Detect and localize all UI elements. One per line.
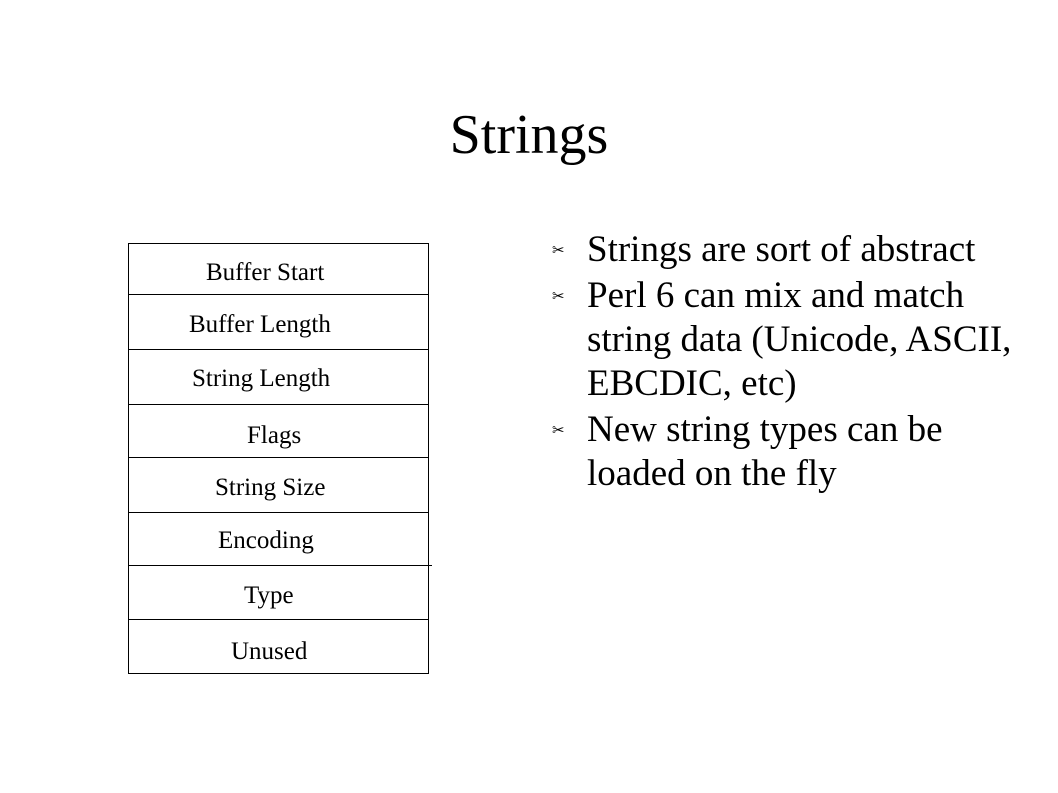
string-struct-diagram: Buffer Start Buffer Length String Length… bbox=[128, 243, 429, 674]
bullet-text: Perl 6 can mix and match string data (Un… bbox=[587, 275, 1012, 404]
field-divider bbox=[129, 294, 428, 295]
scissors-icon: ✂ bbox=[552, 287, 565, 305]
field-flags: Flags bbox=[247, 422, 302, 449]
bullet-text: Strings are sort of abstract bbox=[587, 229, 976, 270]
field-string-length: String Length bbox=[192, 365, 331, 392]
divider-stub bbox=[429, 565, 432, 566]
field-buffer-start: Buffer Start bbox=[206, 259, 325, 286]
field-buffer-length: Buffer Length bbox=[189, 311, 331, 338]
scissors-icon: ✂ bbox=[552, 421, 565, 439]
slide-title: Strings bbox=[449, 104, 609, 166]
bullet-item: ✂ New string types can be loaded on the … bbox=[552, 408, 1032, 496]
field-divider bbox=[129, 349, 428, 350]
field-divider bbox=[129, 512, 428, 513]
field-divider bbox=[129, 565, 428, 566]
field-string-size: String Size bbox=[215, 474, 326, 501]
field-divider bbox=[129, 457, 428, 458]
field-type: Type bbox=[244, 582, 294, 609]
field-divider bbox=[129, 404, 428, 405]
field-encoding: Encoding bbox=[218, 527, 314, 554]
bullet-list: ✂ Strings are sort of abstract ✂ Perl 6 … bbox=[552, 228, 1032, 498]
field-divider bbox=[129, 619, 428, 620]
bullet-item: ✂ Perl 6 can mix and match string data (… bbox=[552, 274, 1032, 406]
bullet-text: New string types can be loaded on the fl… bbox=[587, 409, 943, 494]
field-unused: Unused bbox=[231, 638, 308, 665]
scissors-icon: ✂ bbox=[552, 241, 565, 259]
bullet-item: ✂ Strings are sort of abstract bbox=[552, 228, 1032, 272]
